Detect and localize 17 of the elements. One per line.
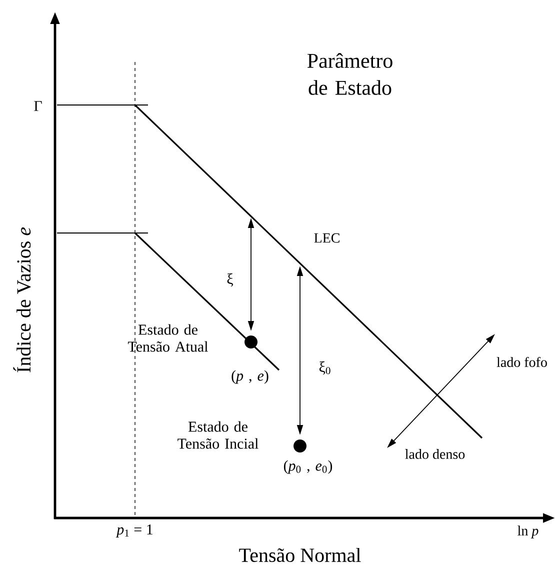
coordinate-label: (p , e) xyxy=(232,370,268,384)
title: Parâmetro de Estado xyxy=(307,53,392,95)
state-point xyxy=(244,336,258,348)
state-label: Estado de Tensão Incial xyxy=(178,421,258,449)
axis-value: Γ xyxy=(34,101,42,111)
state-label: Estado de Tensão Atual xyxy=(128,324,208,352)
axis-title: Tensão Normal xyxy=(239,548,361,562)
axis-value: p$_{1}$ = 1 xyxy=(116,524,152,538)
state-point xyxy=(294,440,306,452)
side-label: lado denso xyxy=(405,449,465,459)
side-label: lado fofo xyxy=(496,357,547,367)
coordinate-label: (p$_{0}$ , e$_{0}$) xyxy=(284,460,332,474)
axis-label: ln p xyxy=(518,526,538,538)
symbol-label: ξ$_{0}$ xyxy=(319,361,330,375)
axis-title: Índice de Vazios e xyxy=(13,227,31,372)
line-label: LEC xyxy=(314,233,340,243)
symbol-label: ξ xyxy=(227,273,233,287)
